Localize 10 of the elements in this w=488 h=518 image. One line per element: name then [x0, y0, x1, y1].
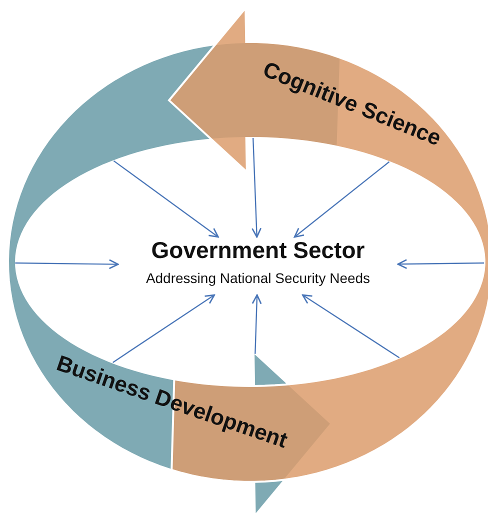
arrow	[112, 294, 216, 363]
arrow	[397, 259, 484, 270]
arrow	[252, 294, 262, 354]
subtitle: Addressing National Security Needs	[146, 270, 370, 286]
arrow	[252, 138, 262, 238]
arrow	[113, 160, 219, 238]
heading: Government Sector	[151, 237, 365, 264]
arrow	[302, 294, 400, 358]
arrow	[294, 161, 390, 238]
arrow	[15, 259, 119, 270]
